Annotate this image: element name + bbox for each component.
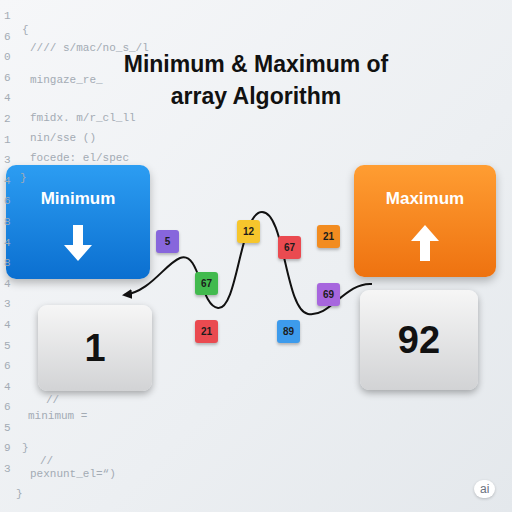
code-text: mingaze_re_	[30, 74, 103, 86]
code-text: focede: el/spec	[30, 152, 129, 164]
code-text: //	[46, 394, 59, 406]
value-text: 21	[201, 326, 212, 337]
result-box: 92	[360, 290, 478, 390]
code-brace: }	[20, 172, 27, 184]
box-heading: Minimum	[6, 165, 150, 209]
value-tile: 21	[195, 320, 218, 343]
code-brace: }	[16, 488, 23, 500]
code-text: //	[40, 455, 53, 467]
value-tile: 21	[317, 225, 340, 248]
diagram-title: Minimum & Maximum of array Algorithm	[108, 48, 404, 112]
up-arrow-icon	[409, 223, 441, 263]
value-text: 92	[398, 319, 440, 362]
code-text: nin/sse ()	[30, 132, 96, 144]
value-text: 12	[243, 226, 254, 237]
code-brace: {	[22, 24, 29, 36]
code-text: //// s/mac/no_s_/l	[30, 42, 149, 54]
code-text: fmidx. m/r_cl_ll	[30, 112, 136, 124]
code-brace: }	[22, 442, 29, 454]
maximum-box: Maximum	[354, 165, 496, 277]
value-tile: 67	[278, 236, 301, 259]
value-text: 1	[84, 327, 105, 370]
watermark: ai	[474, 480, 495, 498]
value-tile: 67	[195, 272, 218, 295]
down-arrow-icon	[62, 223, 94, 263]
value-text: 69	[323, 289, 334, 300]
box-heading: Maximum	[354, 165, 496, 209]
wave-curve	[124, 212, 372, 314]
line-numbers: 1 6 0 6 4 2 1 3 4 6 8 4 8 4 3 4 5 6 4 6 …	[4, 6, 13, 480]
code-text: pexnunt_el=“)	[30, 468, 116, 480]
value-tile: 12	[237, 220, 260, 243]
code-text: minimum =	[28, 410, 87, 422]
value-text: 21	[323, 231, 334, 242]
value-text: 67	[201, 278, 212, 289]
value-tile: 5	[156, 230, 179, 253]
result-box: 1	[38, 305, 152, 391]
minimum-box: Minimum	[6, 165, 150, 279]
value-tile: 69	[317, 283, 340, 306]
value-text: 67	[284, 242, 295, 253]
value-tile: 89	[277, 320, 300, 343]
value-text: 89	[283, 326, 294, 337]
value-text: 5	[165, 236, 171, 247]
